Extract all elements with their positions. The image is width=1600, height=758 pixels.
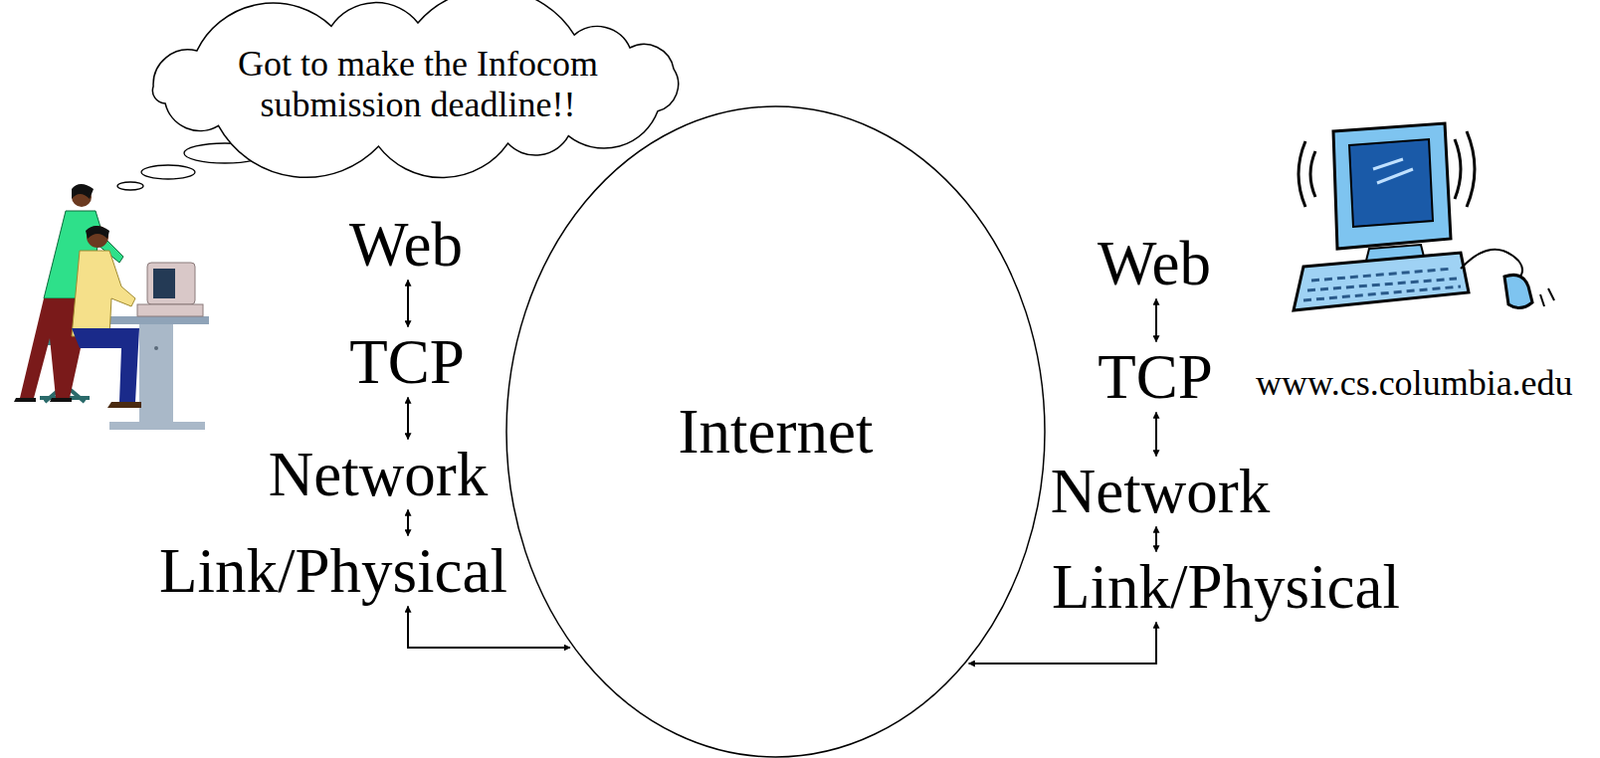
woman-hair: [71, 184, 94, 200]
server-computer: [1293, 123, 1555, 311]
desk-knob: [154, 346, 159, 351]
connector-arrow: [1155, 299, 1158, 343]
motion-lines: [1298, 141, 1316, 207]
thought-text: Got to make the Infocom submission deadl…: [218, 43, 617, 127]
computer-base: [137, 304, 203, 317]
keyboard-keys: [1303, 268, 1461, 301]
connector-arrow: [406, 398, 409, 440]
monitor: [147, 262, 196, 305]
monitor: [1333, 123, 1451, 249]
connector-arrow: [407, 606, 571, 649]
layer-box: TCP: [349, 331, 465, 395]
man-shoe: [107, 401, 142, 408]
connector-arrow: [1155, 412, 1158, 457]
man-pants: [71, 328, 140, 402]
man-hair: [85, 225, 110, 239]
layer-name: TCP: [1097, 346, 1213, 409]
layer-name: Network: [268, 443, 488, 507]
people-at-computer: [13, 184, 209, 430]
monitor-screen: [153, 268, 176, 299]
layer-box: Web: [349, 213, 463, 277]
layer-box: Link/Physical: [1051, 556, 1400, 619]
desk-leg: [139, 324, 174, 424]
connector-arrow: [1155, 527, 1158, 553]
man-shirt: [71, 250, 136, 337]
monitor-screen: [1349, 139, 1433, 227]
screen-glare: [1373, 159, 1413, 184]
network-ellipse: Internet: [505, 105, 1046, 758]
motion-lines: [1540, 288, 1555, 307]
connector-arrow: [406, 510, 409, 537]
layer-box: Network: [268, 443, 488, 507]
connector-arrow: [969, 622, 1157, 665]
layer-name: Web: [1097, 232, 1211, 296]
cloud-shape: [152, 0, 678, 178]
layer-name: Web: [349, 213, 463, 277]
keyboard: [1293, 252, 1469, 311]
layer-name: TCP: [349, 331, 465, 395]
layer-box: TCP: [1097, 346, 1213, 409]
desk-foot: [109, 421, 205, 430]
mouse: [1504, 274, 1533, 308]
layer-name: Link/Physical: [159, 540, 508, 603]
motion-lines: [1454, 131, 1475, 207]
ellipse-shape: [506, 106, 1045, 758]
layer-box: Link/Physical: [159, 540, 508, 603]
connector-arrow: [406, 280, 409, 328]
layer-name: Internet: [678, 400, 874, 464]
layer-name: Network: [1050, 460, 1270, 524]
thought-dot: [117, 182, 144, 191]
host-name: www.cs.columbia.edu: [1255, 364, 1574, 404]
layer-box: Network: [1050, 460, 1270, 524]
woman-shoes: [13, 398, 72, 402]
layer-box: Web: [1097, 232, 1211, 296]
thought-dot: [141, 165, 196, 180]
man-head: [86, 225, 109, 248]
layer-name: Link/Physical: [1051, 556, 1400, 619]
thought-cloud: Got to make the Infocom submission deadl…: [139, 8, 697, 162]
desk-top: [107, 316, 209, 325]
